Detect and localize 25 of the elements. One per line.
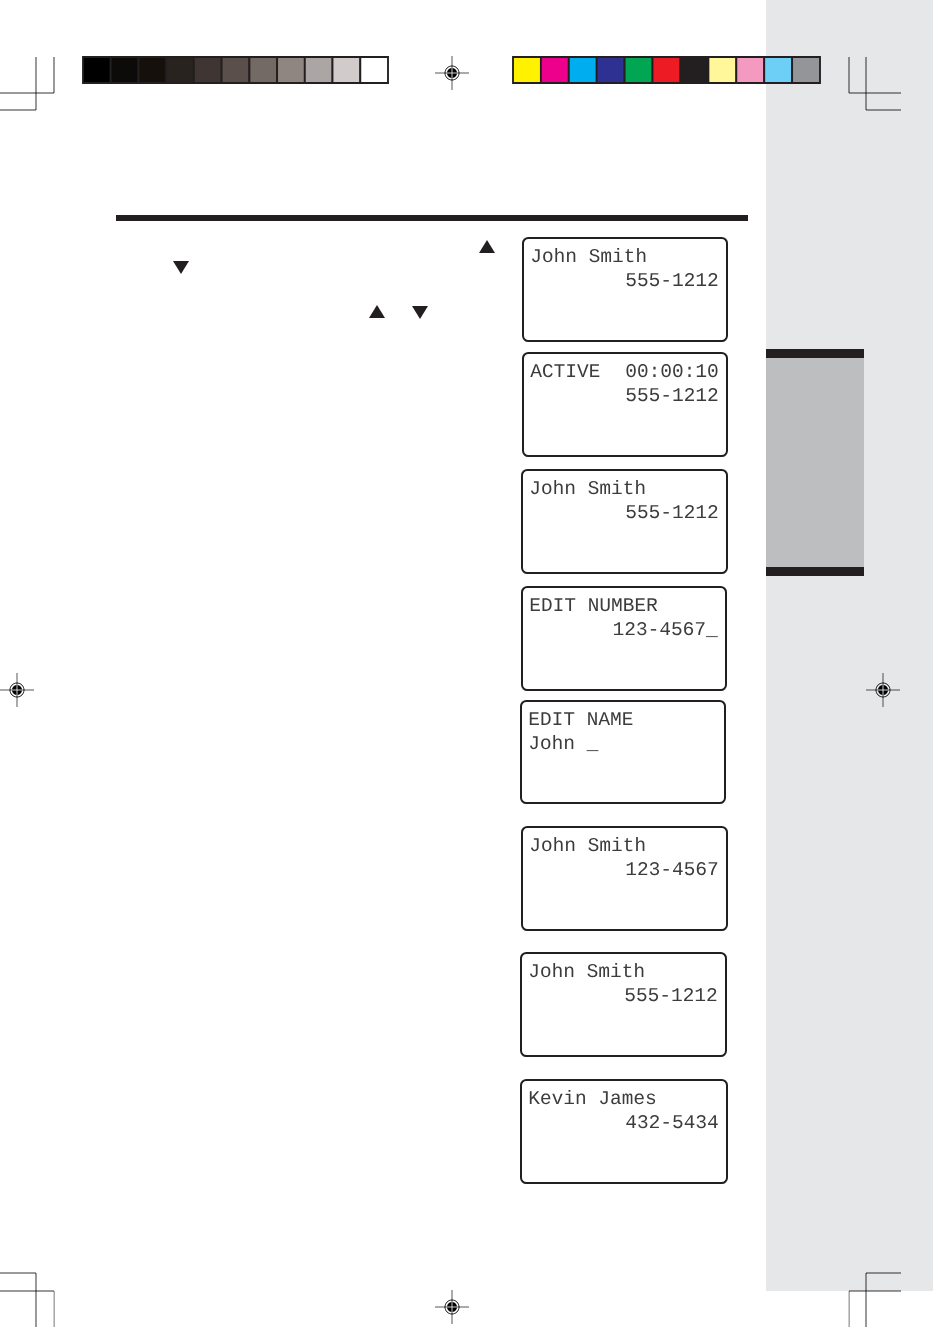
- lcd-screen: [520, 952, 727, 1057]
- lcd-screen: [521, 469, 728, 574]
- lcd-screen: [521, 586, 727, 691]
- lcd-screen: [522, 352, 728, 457]
- lcd-text: Kevin James: [529, 1089, 656, 1105]
- lcd-text: 555-1212: [626, 505, 718, 519]
- lcd-text: 123-4567: [626, 862, 718, 876]
- lcd-text: EDIT NAME: [529, 712, 633, 725]
- lcd-text: 00:00:10: [626, 364, 718, 378]
- lcd-text: 555-1212: [625, 988, 717, 1002]
- lcd-screen: [520, 700, 726, 804]
- lcd-screen: [520, 1079, 728, 1184]
- lcd-text: John Smith: [530, 836, 645, 852]
- lcd-text: 432-5434: [626, 1115, 718, 1129]
- lcd-text: John Smith: [531, 247, 646, 263]
- lcd-text: John Smith: [529, 962, 644, 978]
- lcd-screen: [521, 826, 728, 931]
- lcd-text: 555-1212: [626, 273, 718, 287]
- lcd-text: ACTIVE: [530, 364, 600, 378]
- lcd-text: 123-4567_: [614, 622, 718, 638]
- lcd-text: John Smith: [530, 479, 645, 495]
- lcd-text: John _: [529, 734, 599, 752]
- lcd-text: 555-1212: [626, 388, 718, 402]
- lcd-text: EDIT NUMBER: [530, 598, 658, 612]
- lcd-screen: [522, 237, 728, 342]
